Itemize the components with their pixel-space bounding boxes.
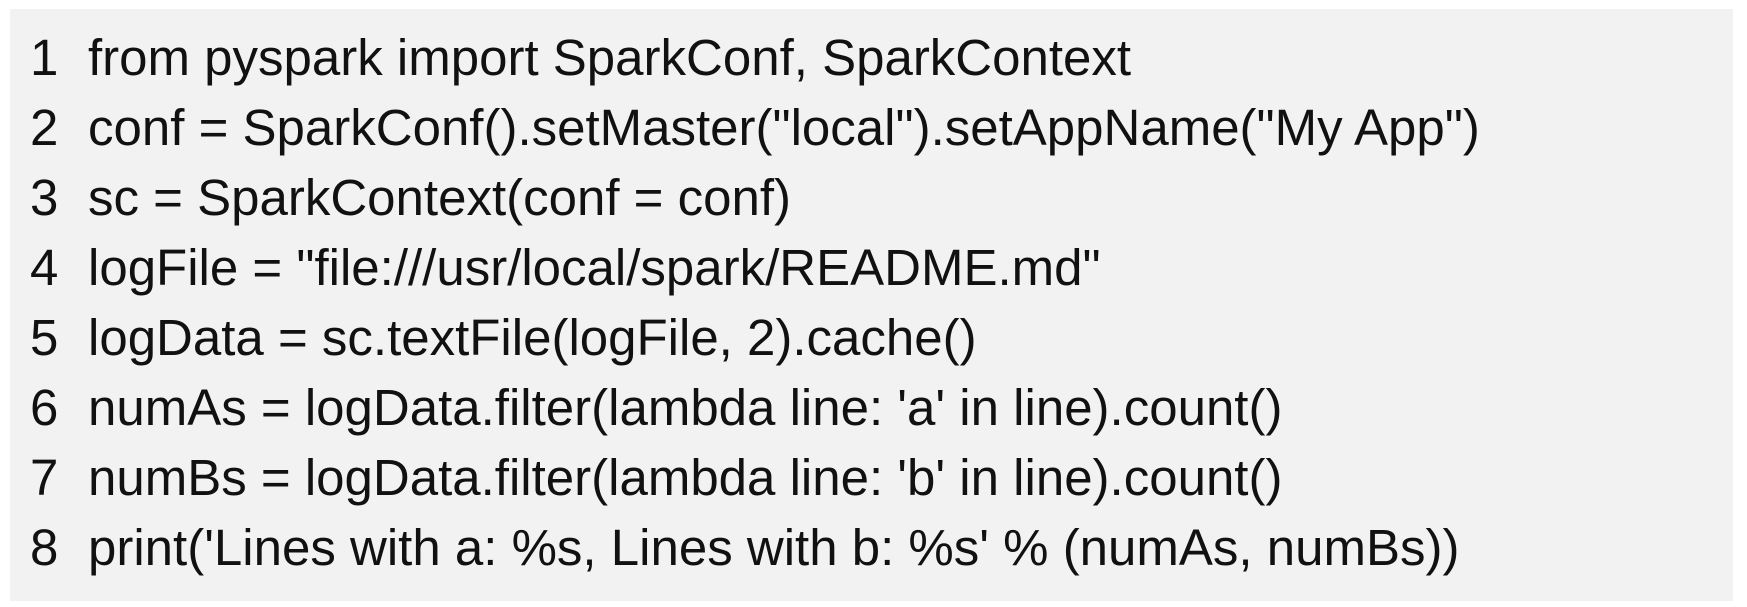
line-number: 8 — [30, 519, 59, 576]
line-number: 3 — [30, 169, 59, 226]
code-line-2: 2 conf = SparkConf().setMaster("local").… — [30, 93, 1733, 163]
code-text: conf = SparkConf().setMaster("local").se… — [88, 99, 1480, 156]
code-text: sc = SparkContext(conf = conf) — [88, 169, 791, 226]
code-text: from pyspark import SparkConf, SparkCont… — [88, 29, 1132, 86]
code-block: 1 from pyspark import SparkConf, SparkCo… — [10, 9, 1733, 601]
code-text: print('Lines with a: %s, Lines with b: %… — [88, 519, 1460, 576]
line-number: 6 — [30, 379, 59, 436]
code-line-6: 6 numAs = logData.filter(lambda line: 'a… — [30, 373, 1733, 443]
line-number: 5 — [30, 309, 59, 366]
code-line-4: 4 logFile = "file:///usr/local/spark/REA… — [30, 233, 1733, 303]
code-line-5: 5 logData = sc.textFile(logFile, 2).cach… — [30, 303, 1733, 373]
code-text: numAs = logData.filter(lambda line: 'a' … — [88, 379, 1283, 436]
code-line-8: 8 print('Lines with a: %s, Lines with b:… — [30, 513, 1733, 583]
code-line-1: 1 from pyspark import SparkConf, SparkCo… — [30, 23, 1733, 93]
line-number: 2 — [30, 99, 59, 156]
line-number: 4 — [30, 239, 59, 296]
code-line-7: 7 numBs = logData.filter(lambda line: 'b… — [30, 443, 1733, 513]
line-number: 7 — [30, 449, 59, 506]
line-number: 1 — [30, 29, 59, 86]
code-text: logFile = "file:///usr/local/spark/READM… — [88, 239, 1101, 296]
code-text: numBs = logData.filter(lambda line: 'b' … — [88, 449, 1283, 506]
code-line-3: 3 sc = SparkContext(conf = conf) — [30, 163, 1733, 233]
code-text: logData = sc.textFile(logFile, 2).cache(… — [88, 309, 977, 366]
